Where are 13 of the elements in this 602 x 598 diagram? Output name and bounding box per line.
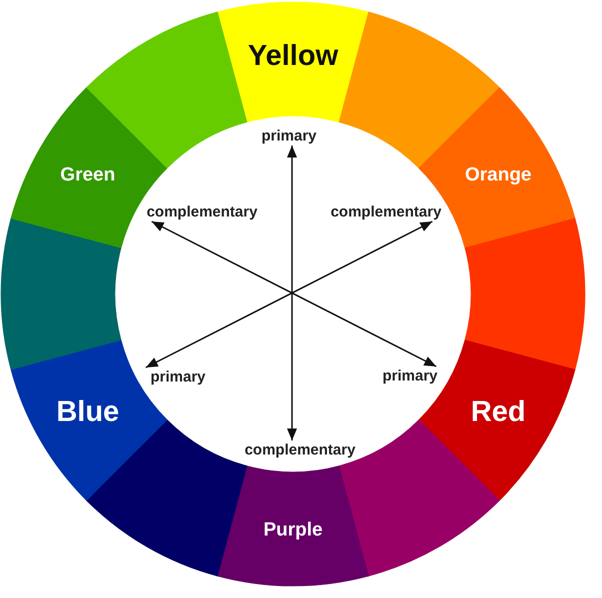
arrow-label: primary <box>150 368 206 386</box>
segment-label: Yellow <box>248 41 338 73</box>
arrow-label: primary <box>261 128 317 144</box>
double-arrow <box>287 146 297 440</box>
segment-label: Purple <box>263 520 323 542</box>
segment-label: Green <box>60 165 116 186</box>
segment-label: Orange <box>464 165 532 186</box>
arrow-label: primary <box>382 368 438 384</box>
arrow-label: complementary <box>330 204 442 220</box>
segment-label: Blue <box>56 396 120 428</box>
segment-label: Red <box>470 396 526 428</box>
arrow-label: complementary <box>146 204 258 220</box>
arrow-label: complementary <box>244 442 356 458</box>
